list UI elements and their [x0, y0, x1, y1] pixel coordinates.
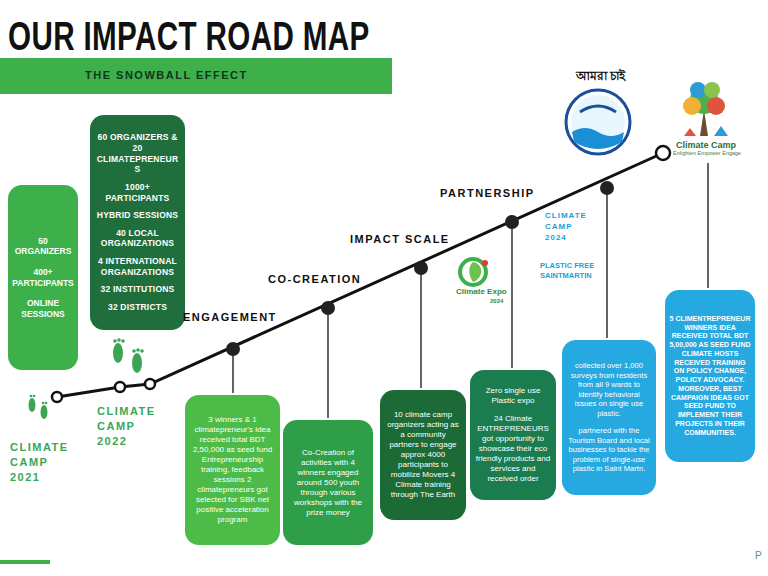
logo-text: P: [755, 549, 762, 563]
milestone-label: CLIMATE CAMP 2021: [10, 440, 62, 485]
box-text: partnered with the Tourism Board and loc…: [567, 426, 651, 473]
box-text: 4 INTERNATIONAL ORGANIZATIONS: [95, 256, 180, 277]
box-text: 32 DISTRICTS: [95, 302, 180, 313]
box-text: Zero single use Plastic expo: [475, 386, 551, 406]
logo-text: 2024: [490, 297, 503, 305]
page-title: OUR IMPACT ROAD MAP: [8, 14, 370, 59]
box-text: 10 climate camp organizers acting as a c…: [385, 410, 461, 500]
milestone-box: 10 climate camp organizers acting as a c…: [380, 390, 466, 520]
box-text: 1000+ PARTICIPANTS: [95, 182, 180, 203]
stage-label: IMPACT SCALE: [350, 232, 450, 247]
milestone-box: Zero single use Plastic expo 24 Climate E…: [470, 370, 556, 500]
milestone-box: 50 ORGANIZERS 400+ PARTICIPANTS ONLINE SES…: [8, 185, 78, 370]
milestone-label: CLIMATE CAMP 2022: [97, 404, 169, 449]
band-text: THE SNOWBALL EFFECT: [85, 69, 392, 83]
box-text: 60 ORGANIZERS & 20 CLIMATEPRENEURS: [95, 132, 180, 175]
stage-label: ENGAGEMENT: [183, 310, 277, 325]
logo-text: আমরা চাই: [576, 68, 625, 84]
logo-text: Climate Camp: [676, 139, 736, 151]
box-text: 400+ PARTICIPANTS: [12, 267, 74, 288]
milestone-box: 3 winners & 1 climatepreneur's idea rece…: [185, 395, 280, 545]
logo-text: PLASTIC FREE SAINTMARTIN: [540, 261, 600, 281]
box-text: Co-Creation of activities with 4 winners…: [288, 448, 368, 518]
milestone-box: 60 ORGANIZERS & 20 CLIMATEPRENEURS 1000+ …: [90, 115, 185, 330]
plastic-free-logo: [566, 90, 630, 154]
box-text: collected over 1,000 surveys from reside…: [567, 361, 651, 418]
milestone-box: 5 CLIMENTREPRENEUR WINNERS IDEA RECEIVED…: [665, 290, 755, 462]
stage-label: CO-CREATION: [268, 272, 361, 287]
box-text: 24 Climate ENTREPRENEURS got opportunity…: [475, 414, 551, 484]
box-text: 40 LOCAL ORGANIZATIONS: [95, 228, 180, 249]
climate-camp-logo: [683, 82, 728, 136]
logo-text: Climate Expo: [456, 287, 507, 298]
accent-bar: [0, 560, 50, 564]
title-band: THE SNOWBALL EFFECT: [0, 58, 392, 94]
milestone-label: CLIMATE CAMP 2024: [545, 211, 595, 243]
box-text: 50 ORGANIZERS: [12, 236, 74, 257]
box-text: 32 INSTITUTIONS: [95, 284, 180, 295]
box-text: HYBRID SESSIONS: [95, 210, 180, 221]
box-text: 3 winners & 1 climatepreneur's idea rece…: [190, 415, 275, 525]
milestone-box: Co-Creation of activities with 4 winners…: [283, 420, 373, 545]
box-text: 5 CLIMENTREPRENEUR WINNERS IDEA RECEIVED…: [669, 315, 751, 438]
milestone-box: collected over 1,000 surveys from reside…: [562, 340, 656, 495]
climate-expo-logo: [460, 259, 488, 285]
logo-text: Enlighten Empower Engage: [673, 150, 741, 157]
stage-label: PARTNERSHIP: [440, 186, 535, 201]
box-text: ONLINE SESSIONS: [12, 298, 74, 319]
